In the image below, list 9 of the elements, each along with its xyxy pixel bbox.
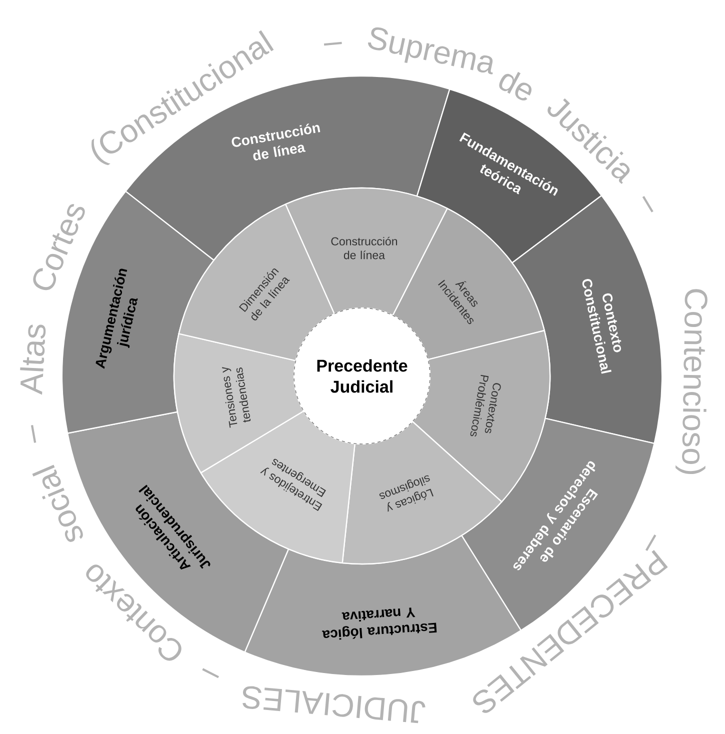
ring-text: – (642, 196, 654, 212)
ring-text: – (645, 534, 656, 551)
ring-text: Altas (20, 324, 46, 395)
ring-text: – (30, 424, 36, 443)
ring-text: – (324, 42, 342, 46)
ring-text: JUDICIALES (242, 686, 426, 724)
ring-text: – (202, 668, 219, 678)
ring-text: Contencioso) (676, 289, 708, 474)
ring-text: Suprema (368, 27, 493, 74)
